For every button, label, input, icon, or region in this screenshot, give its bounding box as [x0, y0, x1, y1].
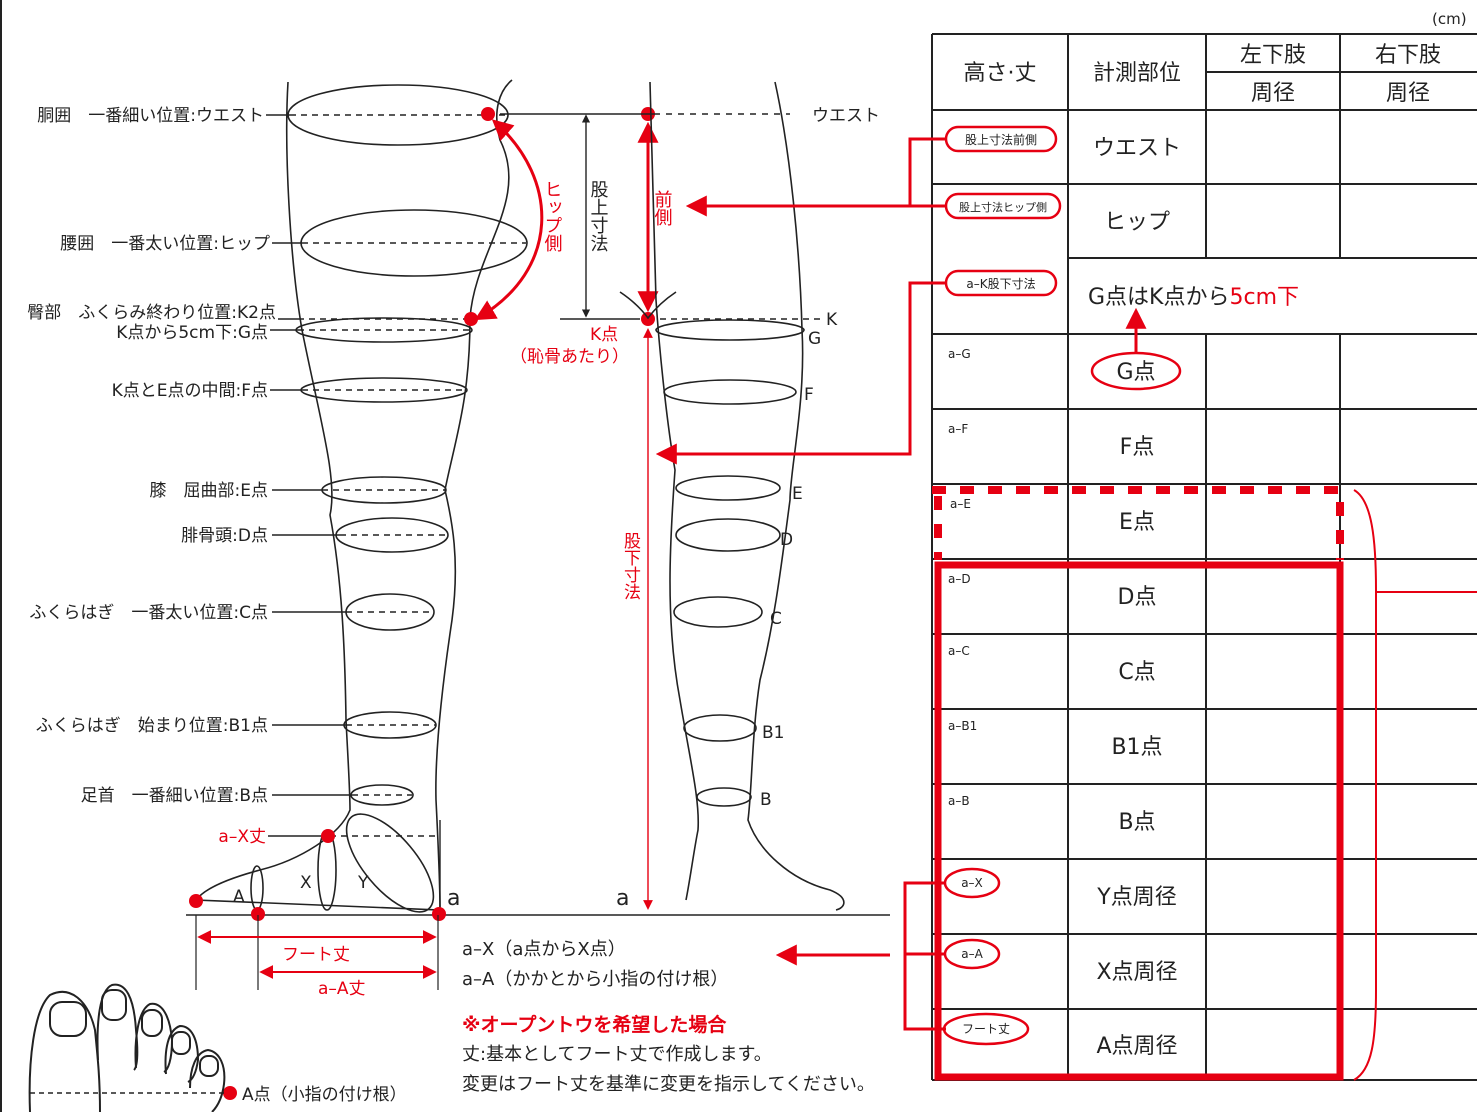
svg-text:a–B: a–B	[948, 794, 970, 808]
label-inseam: 股下寸法	[620, 532, 641, 600]
required-box	[934, 561, 1344, 1081]
label-hip: 腰囲 一番太い位置:ヒップ	[60, 234, 270, 254]
svg-text:Y点周径: Y点周径	[1096, 885, 1176, 910]
label-c: ふくらはぎ 一番太い位置:C点	[29, 603, 268, 623]
unit-label: (cm)	[1432, 10, 1467, 28]
measurement-table	[931, 33, 1477, 1081]
label-leaders	[186, 114, 890, 916]
note-ax: a–X（a点からX点）	[462, 939, 626, 960]
label-e: 膝 屈曲部:E点	[150, 481, 268, 501]
label-k-point: K点	[590, 325, 618, 345]
open-toe-line2: 変更はフート丈を基準に変更を指示してください。	[462, 1074, 875, 1095]
label-waist-right: ウエスト	[812, 106, 880, 126]
side-view-dashes	[290, 114, 526, 837]
svg-text:F点: F点	[1120, 435, 1155, 460]
svg-text:a–F: a–F	[948, 422, 968, 436]
svg-text:K: K	[826, 310, 838, 330]
label-waist: 胴囲 一番細い位置:ウエスト	[37, 106, 264, 126]
label-b: 足首 一番細い位置:B点	[81, 786, 268, 806]
note-aa: a–A（かかとから小指の付け根）	[462, 969, 728, 990]
front-view-leg	[619, 81, 845, 911]
left-labels: 胴囲 一番細い位置:ウエスト 腰囲 一番太い位置:ヒップ 臀部 ふくらみ終わり位…	[27, 106, 276, 847]
height-pills	[942, 125, 1182, 1046]
label-k2: 臀部 ふくらみ終わり位置:K2点	[27, 303, 276, 323]
svg-text:股上寸法ヒップ側: 股上寸法ヒップ側	[959, 200, 1047, 214]
label-a-point: A点（小指の付け根）	[242, 1085, 407, 1105]
header-height: 高さ·丈	[964, 61, 1037, 86]
svg-text:D点: D点	[1118, 585, 1157, 610]
svg-text:F: F	[804, 385, 814, 405]
svg-text:D: D	[780, 530, 793, 550]
svg-text:G点はK点から5cm下: G点はK点から5cm下	[1088, 285, 1299, 310]
label-aa-length: a–A丈	[318, 979, 366, 999]
header-site: 計測部位	[1093, 61, 1181, 86]
foot-letters: A X Y a	[233, 873, 460, 911]
svg-text:X点周径: X点周径	[1096, 960, 1177, 985]
label-g: K点から5cm下:G点	[116, 323, 268, 343]
svg-text:股上寸法前側: 股上寸法前側	[965, 132, 1037, 147]
open-toe-line1: 丈:基本としてフート丈で作成します。	[462, 1044, 772, 1065]
svg-text:A: A	[233, 887, 245, 907]
svg-text:a–G: a–G	[948, 347, 971, 361]
svg-text:E: E	[792, 484, 803, 504]
svg-text:a–E: a–E	[950, 497, 971, 511]
bracket	[1353, 489, 1377, 1081]
label-ax-length: a–X丈	[218, 827, 266, 847]
svg-text:E点: E点	[1119, 510, 1155, 535]
e-dashed-box	[932, 486, 1344, 560]
svg-text:G: G	[808, 329, 821, 349]
svg-text:B点: B点	[1118, 810, 1155, 835]
label-k-note: （恥骨あたり）	[510, 347, 629, 367]
label-rise: 股上寸法	[588, 180, 609, 252]
header-left-sub: 周径	[1251, 81, 1295, 106]
svg-text:a–A: a–A	[961, 947, 983, 961]
svg-text:C: C	[770, 609, 782, 629]
svg-text:a–K股下寸法: a–K股下寸法	[966, 277, 1035, 291]
label-f: K点とE点の中間:F点	[112, 381, 268, 401]
svg-text:a: a	[447, 886, 460, 911]
site-column: ウエスト ヒップ G点はK点から5cm下 G点 F点 E点 D点 C点 B1点 …	[1088, 136, 1299, 1059]
svg-text:Y: Y	[357, 873, 369, 893]
label-front: 前側	[652, 190, 673, 226]
toes-illustration	[28, 983, 226, 1112]
svg-text:A点周径: A点周径	[1096, 1034, 1177, 1059]
svg-text:a–X: a–X	[961, 876, 983, 890]
front-view-letters: K G F E D C B1 B a	[616, 310, 838, 911]
label-d: 腓骨頭:D点	[181, 526, 268, 546]
svg-text:a–D: a–D	[948, 572, 971, 586]
header-right: 右下肢	[1375, 43, 1441, 68]
svg-text:B1点: B1点	[1111, 735, 1162, 760]
svg-text:a–C: a–C	[948, 644, 970, 658]
svg-text:ウエスト: ウエスト	[1093, 136, 1181, 161]
svg-text:ヒップ: ヒップ	[1104, 210, 1170, 235]
label-b1: ふくらはぎ 始まり位置:B1点	[36, 716, 268, 736]
label-hip-side: ヒップ側	[542, 180, 563, 252]
svg-text:B: B	[760, 790, 772, 810]
label-foot-length: フート丈	[282, 945, 350, 965]
height-column: 股上寸法前側 股上寸法ヒップ側 a–K股下寸法 a–G a–F a–E a–D …	[948, 132, 1047, 1036]
svg-text:B1: B1	[762, 723, 784, 743]
header-left: 左下肢	[1240, 43, 1306, 68]
svg-text:フート丈: フート丈	[962, 1022, 1010, 1036]
svg-text:C点: C点	[1118, 660, 1155, 685]
header-right-sub: 周径	[1386, 81, 1430, 106]
open-toe-title: ※オープントウを希望した場合	[462, 1013, 727, 1036]
svg-text:X: X	[300, 873, 312, 893]
svg-text:a: a	[616, 886, 629, 911]
svg-text:G点: G点	[1116, 360, 1155, 385]
hip-side-arrow	[474, 119, 544, 321]
svg-text:a–B1: a–B1	[948, 719, 977, 733]
